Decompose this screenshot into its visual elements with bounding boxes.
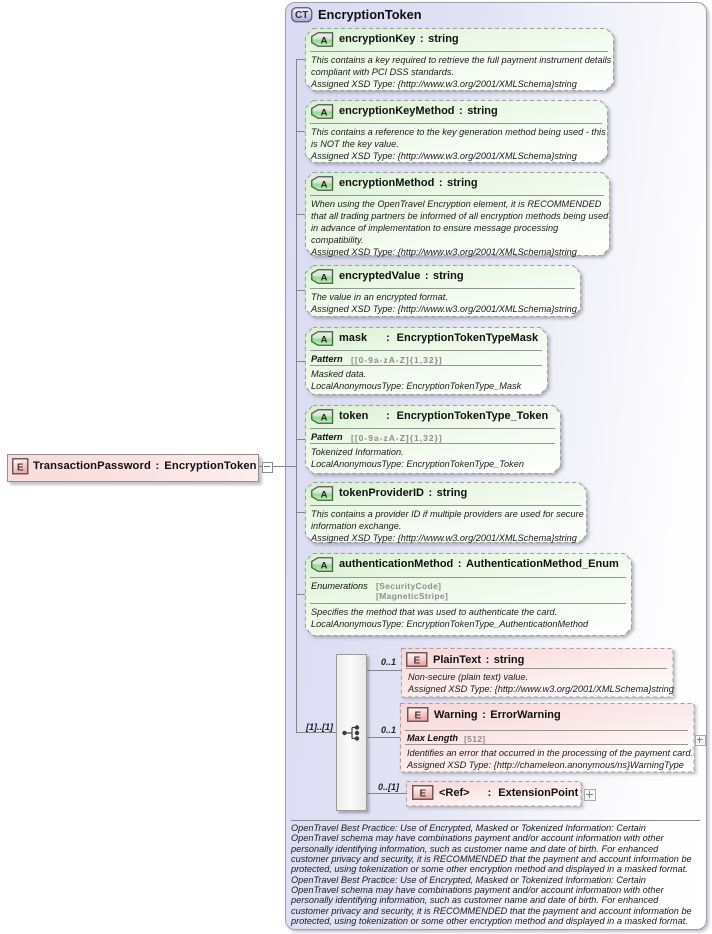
svg-text:A: A bbox=[321, 334, 328, 345]
svg-text:A: A bbox=[321, 560, 328, 571]
svg-text:CT: CT bbox=[295, 10, 308, 21]
svg-text:E: E bbox=[419, 789, 426, 800]
svg-text:A: A bbox=[321, 412, 328, 423]
svg-text:E: E bbox=[414, 711, 421, 722]
svg-text:A: A bbox=[321, 179, 328, 190]
svg-text:A: A bbox=[321, 35, 328, 46]
svg-text:E: E bbox=[413, 656, 420, 667]
svg-text:E: E bbox=[17, 462, 24, 473]
svg-text:A: A bbox=[321, 272, 328, 283]
svg-text:A: A bbox=[321, 107, 328, 118]
svg-text:A: A bbox=[321, 489, 328, 500]
